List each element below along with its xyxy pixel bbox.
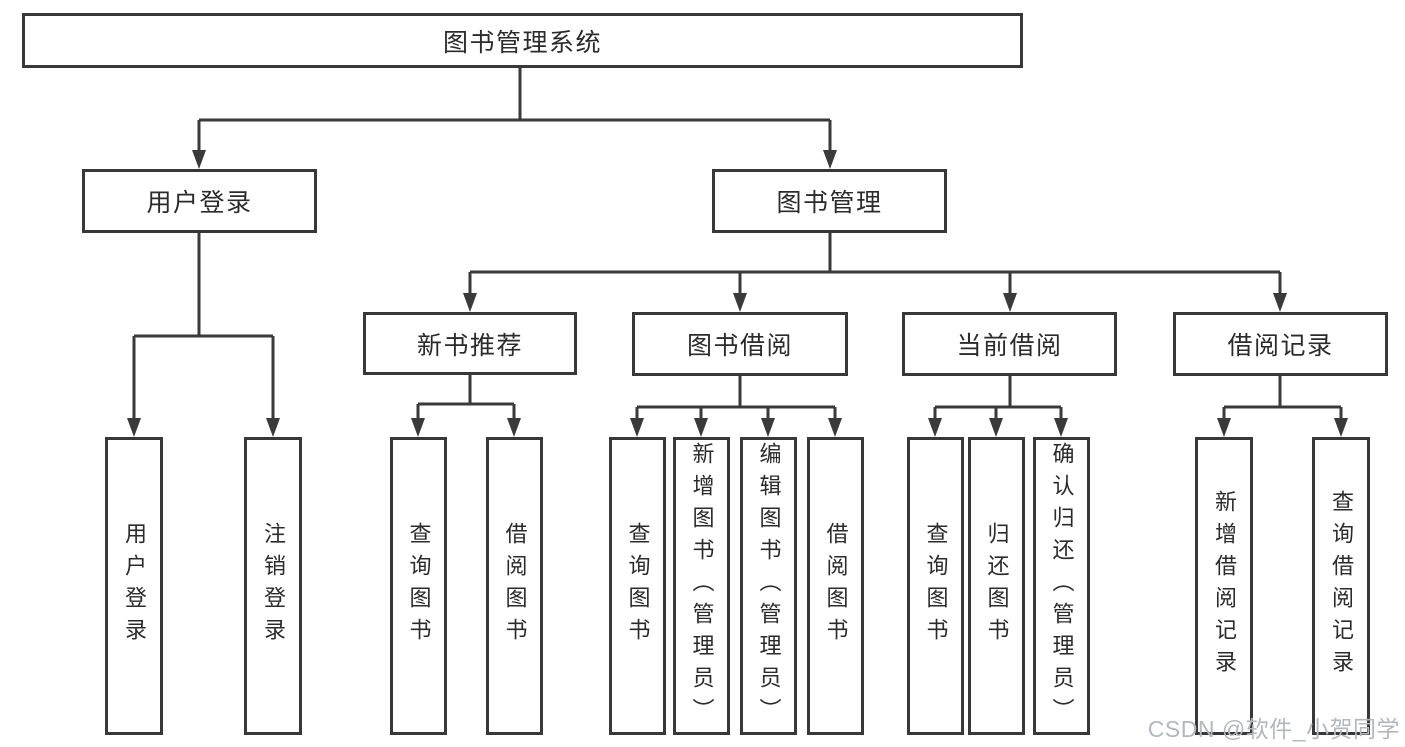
node-root-label: 图书管理系统 <box>442 28 602 57</box>
arrowheads <box>127 150 1348 437</box>
node-new-book-recommend-label: 新书推荐 <box>416 331 523 360</box>
leaf-current-confirm-admin-label: 确认归还（管理员） <box>1049 442 1075 730</box>
leaf-borrow-book: 借阅图书 <box>807 437 864 735</box>
node-current-borrow-label: 当前借阅 <box>956 332 1063 360</box>
leaf-current-confirm-admin: 确认归还（管理员） <box>1033 437 1090 735</box>
node-user-login: 用户登录 <box>82 169 317 233</box>
leaf-borrow-add-admin: 新增图书（管理员） <box>673 437 730 735</box>
leaf-newbooks-borrow: 借阅图书 <box>486 437 543 735</box>
leaf-borrow-query: 查询图书 <box>609 437 666 735</box>
leaf-borrow-edit-admin: 编辑图书（管理员） <box>740 437 797 735</box>
leaf-newbooks-query-label: 查询图书 <box>406 522 432 650</box>
leaf-user-login-label: 用户登录 <box>122 522 147 650</box>
leaf-records-query-label: 查询借阅记录 <box>1329 490 1354 682</box>
node-root: 图书管理系统 <box>22 13 1023 68</box>
leaf-borrow-book-label: 借阅图书 <box>823 522 849 650</box>
leaf-current-query-label: 查询图书 <box>923 522 949 650</box>
leaf-user-login: 用户登录 <box>105 437 163 735</box>
leaf-current-return-label: 归还图书 <box>984 522 1010 650</box>
node-book-borrow: 图书借阅 <box>632 312 848 376</box>
node-book-management-label: 图书管理 <box>776 189 883 217</box>
leaf-borrow-edit-admin-label: 编辑图书（管理员） <box>756 442 782 730</box>
leaf-records-add: 新增借阅记录 <box>1195 437 1253 735</box>
node-book-borrow-label: 图书借阅 <box>686 332 793 360</box>
leaf-records-query: 查询借阅记录 <box>1312 437 1370 735</box>
node-borrow-records: 借阅记录 <box>1173 312 1388 376</box>
node-book-management: 图书管理 <box>712 169 947 233</box>
leaf-current-return: 归还图书 <box>968 437 1025 735</box>
leaf-borrow-query-label: 查询图书 <box>625 522 651 650</box>
leaf-newbooks-query: 查询图书 <box>390 437 447 735</box>
leaf-logout-label: 注销登录 <box>261 522 286 650</box>
node-user-login-label: 用户登录 <box>146 189 253 217</box>
csdn-watermark: CSDN @软件_小贺同学 <box>1147 716 1400 742</box>
leaf-current-query: 查询图书 <box>907 437 964 735</box>
leaf-newbooks-borrow-label: 借阅图书 <box>502 522 528 650</box>
leaf-logout: 注销登录 <box>244 437 302 735</box>
node-new-book-recommend: 新书推荐 <box>363 312 577 375</box>
leaf-records-add-label: 新增借阅记录 <box>1212 490 1237 682</box>
node-current-borrow: 当前借阅 <box>902 312 1117 376</box>
leaf-borrow-add-admin-label: 新增图书（管理员） <box>689 442 715 730</box>
node-borrow-records-label: 借阅记录 <box>1227 332 1334 360</box>
